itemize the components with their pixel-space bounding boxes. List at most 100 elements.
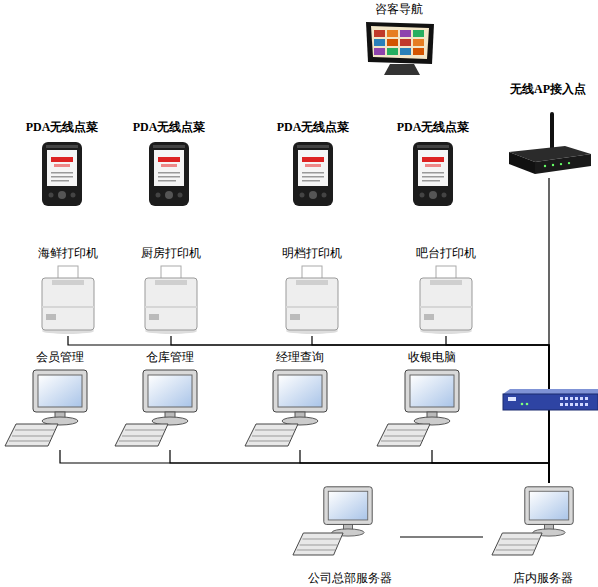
terminal-base	[384, 64, 420, 75]
pda-button	[71, 193, 76, 198]
keyboard-icon	[244, 422, 299, 448]
monitor-screen	[38, 375, 82, 407]
switch-port	[570, 397, 573, 400]
pda-body	[149, 142, 189, 206]
pda-device: PDA无线点菜	[388, 118, 478, 208]
keyboard-row	[125, 430, 165, 431]
pda-icon	[413, 142, 453, 206]
keyboard-icon	[491, 531, 543, 557]
printer-panel	[424, 314, 434, 320]
printer-slot	[296, 280, 328, 285]
network-cable	[300, 450, 549, 483]
keyboard-icon	[4, 422, 59, 448]
pos-icon	[360, 20, 440, 76]
screen-tile	[413, 30, 424, 37]
network-switch	[503, 389, 598, 410]
monitor-icon	[31, 368, 89, 426]
pda-button	[58, 191, 66, 199]
monitor-icon	[523, 485, 575, 537]
device-label: 会员管理	[36, 350, 84, 364]
device-label: PDA无线点菜	[277, 120, 350, 134]
screen-tile	[387, 48, 398, 55]
network-cable	[170, 450, 549, 483]
switch-port	[580, 397, 583, 400]
keyboard-body	[5, 424, 58, 446]
screen-tile	[374, 39, 385, 46]
printer-device: 厨房打印机	[126, 244, 216, 336]
printer-seam	[145, 306, 197, 308]
keyboard-row	[387, 430, 427, 431]
keyboard-row	[119, 441, 160, 442]
printer-device: 海鲜打印机	[23, 244, 113, 336]
pda-button	[156, 193, 161, 198]
printer-slot	[155, 280, 187, 285]
router-side	[509, 152, 535, 174]
pc-workstation: 会员管理	[4, 350, 116, 450]
printer-device: 明档打印机	[267, 244, 357, 336]
switch-front	[503, 394, 598, 410]
screen-tile	[387, 30, 398, 37]
network-cable	[60, 450, 549, 483]
keyboard-row	[297, 550, 336, 551]
monitor-frame	[273, 370, 327, 412]
keyboard-body	[115, 424, 168, 446]
keyboard-row	[384, 436, 424, 437]
keyboard-icon	[292, 531, 344, 557]
keyboard-row	[122, 436, 162, 437]
printer-panel	[290, 314, 300, 320]
switch-top	[503, 389, 598, 394]
device-label: 厨房打印机	[141, 246, 201, 260]
keyboard-row	[496, 550, 535, 551]
printer-body	[286, 278, 338, 330]
printer-body	[420, 278, 472, 330]
device-label: 经理查询	[276, 350, 324, 364]
printer-seam	[42, 306, 94, 308]
pda-line	[302, 180, 320, 182]
device-label: 海鲜打印机	[38, 246, 98, 260]
keyboard-row	[249, 441, 290, 442]
monitor-frame	[525, 487, 573, 525]
device-label: 无线AP接入点	[510, 82, 586, 96]
pda-icon	[293, 142, 333, 206]
pda-logo	[54, 164, 70, 167]
pda-logo	[422, 157, 444, 162]
keyboard-icon	[376, 422, 431, 448]
network-cable	[171, 336, 549, 483]
printer-icon	[38, 266, 98, 334]
monitor-screen	[410, 375, 454, 407]
terminal-screen	[371, 26, 429, 59]
device-label: 吧台打印机	[416, 246, 476, 260]
pda-button	[300, 193, 305, 198]
pc-workstation: 仓库管理	[114, 350, 226, 450]
switch-port	[560, 403, 563, 406]
monitor-icon	[322, 485, 374, 537]
monitor-icon	[271, 368, 329, 426]
device-label: 咨客导航	[375, 2, 423, 16]
screen-tile	[413, 39, 424, 46]
pda-line	[422, 180, 440, 182]
device-label: 仓库管理	[146, 350, 194, 364]
monitor-screen	[148, 375, 192, 407]
pda-line	[422, 172, 444, 174]
pda-strip	[297, 145, 329, 148]
router-antenna	[550, 112, 554, 152]
pda-icon	[149, 142, 189, 206]
pda-icon	[42, 142, 82, 206]
pos-terminal: 咨客导航	[352, 2, 447, 78]
printer-icon	[282, 266, 342, 334]
screen-tile	[374, 48, 385, 55]
switch-port	[570, 403, 573, 406]
printer-panel	[46, 314, 56, 320]
pda-line	[158, 176, 180, 178]
pc-workstation: 经理查询	[244, 350, 356, 450]
keyboard-row	[15, 430, 55, 431]
keyboard-icon	[114, 422, 169, 448]
pda-device: PDA无线点菜	[124, 118, 214, 208]
device-label: 店内服务器	[513, 571, 573, 585]
device-label: PDA无线点菜	[133, 120, 206, 134]
pda-screen	[418, 150, 448, 186]
switch-port	[565, 403, 568, 406]
pda-button	[49, 193, 54, 198]
router-led	[544, 165, 546, 167]
